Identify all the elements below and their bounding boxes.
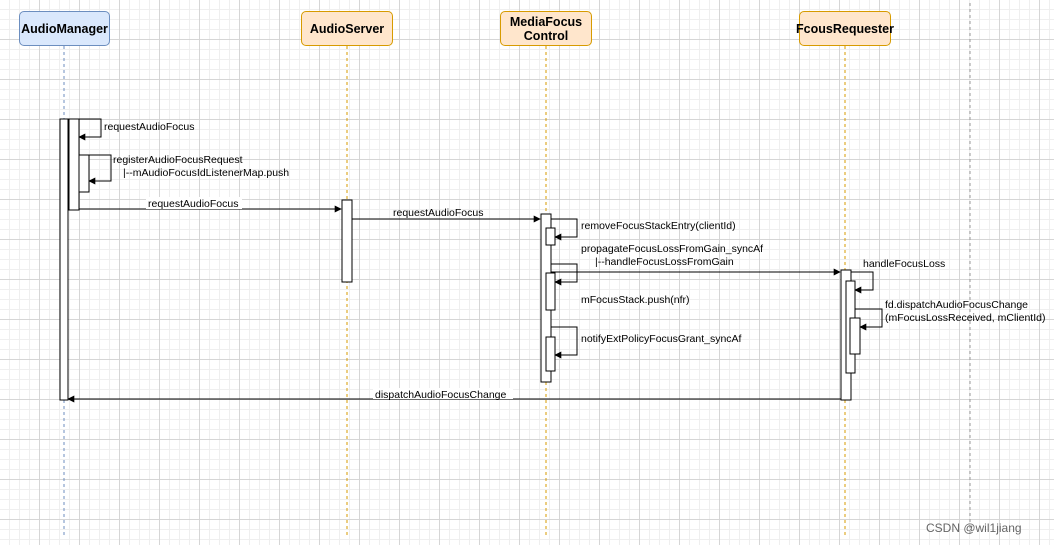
label-mfc-notify: notifyExtPolicyFocusGrant_syncAf bbox=[581, 333, 742, 345]
arrow-mfc-remove[interactable] bbox=[551, 218, 578, 241]
activation-mfc-remove[interactable] bbox=[545, 227, 556, 246]
arrow-mfc-propagate-self[interactable] bbox=[551, 263, 578, 286]
activation-mfc-propagate[interactable] bbox=[545, 272, 556, 311]
activation-am-1[interactable] bbox=[68, 118, 80, 211]
arrow-fr-handle[interactable] bbox=[851, 271, 874, 294]
participant-audio-server[interactable]: AudioServer bbox=[301, 11, 393, 46]
label-mfc-remove: removeFocusStackEntry(clientId) bbox=[581, 220, 736, 232]
participant-audio-manager[interactable]: AudioManager bbox=[19, 11, 110, 46]
arrow-fr-dispatch[interactable] bbox=[855, 308, 883, 331]
label-mfc-propagate: propagateFocusLossFromGain_syncAf bbox=[581, 243, 763, 255]
label-mfc-push: mFocusStack.push(nfr) bbox=[581, 294, 690, 306]
label-fr-dispatch-sub: (mFocusLossReceived, mClientId) bbox=[885, 312, 1045, 324]
label-am-request-self: requestAudioFocus bbox=[104, 121, 194, 133]
label-fr-to-am: dispatchAudioFocusChange bbox=[375, 389, 506, 401]
activation-server[interactable] bbox=[341, 199, 353, 283]
activation-am-2[interactable] bbox=[78, 154, 90, 193]
participant-focus-requester[interactable]: FcousRequester bbox=[796, 11, 894, 46]
label-am-register: registerAudioFocusRequest bbox=[113, 154, 243, 166]
label-fr-handle: handleFocusLoss bbox=[863, 258, 945, 270]
watermark: CSDN @wil1jiang bbox=[926, 521, 1022, 535]
label-am-to-server: requestAudioFocus bbox=[148, 198, 238, 210]
activation-fr-dispatch[interactable] bbox=[849, 317, 861, 355]
label-server-to-mfc: requestAudioFocus bbox=[393, 207, 483, 219]
arrow-am-request-self[interactable] bbox=[78, 118, 102, 141]
activation-am-main[interactable] bbox=[59, 118, 69, 401]
label-am-register-sub: |--mAudioFocusIdListenerMap.push bbox=[123, 167, 289, 179]
participant-media-focus-control[interactable]: MediaFocus Control bbox=[500, 11, 592, 46]
arrow-am-register[interactable] bbox=[79, 154, 112, 185]
arrow-mfc-notify[interactable] bbox=[551, 326, 578, 359]
activation-mfc-notify[interactable] bbox=[545, 336, 556, 372]
label-mfc-propagate-sub: |--handleFocusLossFromGain bbox=[595, 256, 734, 268]
label-fr-dispatch: fd.dispatchAudioFocusChange bbox=[885, 299, 1028, 311]
